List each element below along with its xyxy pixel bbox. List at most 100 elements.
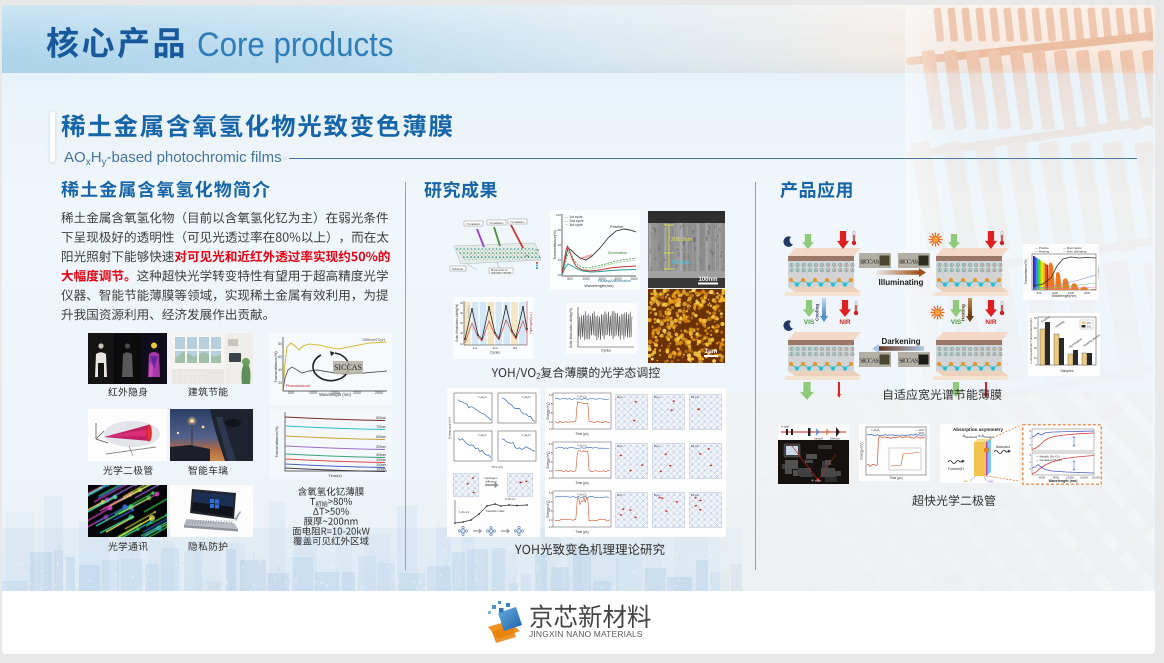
svg-text:20: 20 [1034,346,1038,350]
svg-text:50: 50 [1034,316,1038,320]
svg-text:3.0: 3.0 [549,469,553,473]
svg-text:Y₂H₂O₂: Y₂H₂O₂ [577,444,588,448]
svg-text:3.0: 3.0 [549,420,553,424]
svg-text:SICCAS: SICCAS [860,358,879,365]
svg-text:Transmittance(%): Transmittance(%) [274,426,279,458]
svg-text:Absorption asymmetry: Absorption asymmetry [953,427,1003,432]
svg-text:16000: 16000 [1080,476,1088,480]
svg-text:2.0: 2.0 [549,427,553,431]
svg-text:1500: 1500 [598,277,605,281]
svg-text:Forward(F): Forward(F) [948,467,964,471]
svg-text:30: 30 [1034,336,1038,340]
svg-text:6: 6 [1030,453,1032,457]
svg-text:2nd: 2nd [492,346,497,350]
svg-text:12000: 12000 [1066,476,1074,480]
svg-text:SICCAS: SICCAS [899,358,918,365]
svg-text:5.0: 5.0 [549,393,553,397]
svg-text:700nm: 700nm [376,425,386,429]
svg-text:diffusion: diffusion [485,480,496,484]
svg-text:20: 20 [460,331,463,335]
svg-text:80: 80 [278,342,282,346]
svg-text:4.5: 4.5 [549,451,553,455]
svg-text:800nm: 800nm [376,416,386,420]
svg-text:Movements of: Movements of [491,268,508,272]
svg-text:30: 30 [460,321,463,325]
svg-text:500: 500 [567,277,573,281]
svg-text:Energy (eV): Energy (eV) [860,442,864,459]
svg-text:2500: 2500 [630,277,637,281]
svg-text:500: 500 [288,391,294,395]
svg-text:Heating: Heating [1054,319,1065,328]
svg-text:Photodarkened: Photodarkened [286,384,310,388]
svg-text:SICCAS: SICCAS [860,259,879,266]
svg-text:Time (fs): Time (fs) [491,465,503,469]
svg-text:Transmittance(%): Transmittance(%) [553,229,557,260]
svg-text:Cycles: Cycles [601,349,611,353]
svg-text:Transmittance(%): Transmittance(%) [273,351,278,383]
svg-text:500nm: 500nm [376,445,386,449]
svg-text:500: 500 [1037,291,1042,295]
svg-text:1000: 1000 [309,391,317,395]
svg-text:hydrogen species: hydrogen species [491,271,512,274]
svg-text:YH radiation: YH radiation [489,221,504,225]
svg-text:100: 100 [556,213,561,217]
svg-text:100nm: 100nm [376,467,386,471]
svg-text:5 ps: 5 ps [654,395,660,399]
svg-text:2.0: 2.0 [549,525,553,529]
svg-text:6: 6 [1030,429,1032,433]
svg-text:— Pristine: — Pristine [1035,246,1049,250]
svg-text:Y₂H₂O: Y₂H₂O [478,395,487,399]
svg-text:400nm: 400nm [376,453,386,457]
svg-text:40: 40 [1034,326,1038,330]
svg-text:Time (ps): Time (ps) [575,432,588,436]
svg-text:Detector: Detector [830,437,840,441]
svg-text:Hydrogen(a.u.): Hydrogen(a.u.) [529,312,533,333]
svg-text:Substrate: Substrate [452,267,464,271]
svg-text:4K stage: 4K stage [811,479,822,483]
svg-text:2000: 2000 [353,391,361,395]
svg-text:Hydrogen: Hydrogen [484,476,497,480]
svg-text:YHO: YHO [987,480,994,484]
svg-text:— 1st cycle: — 1st cycle [565,215,583,219]
svg-text:8000: 8000 [1053,476,1060,480]
svg-text:Illuminating: Illuminating [879,278,924,287]
svg-text:4: 4 [1030,460,1032,464]
svg-text:40: 40 [558,258,562,262]
svg-text:Heating: Heating [579,253,593,261]
svg-text:78.1nm: 78.1nm [671,260,690,266]
svg-text:Illumination: Illumination [467,304,471,318]
svg-text:5.0: 5.0 [549,442,553,446]
svg-text:VIS: VIS [804,319,815,325]
svg-text:1500: 1500 [1068,291,1075,295]
svg-text:300nm: 300nm [376,458,386,462]
svg-text:— Heating: — Heating [1035,250,1050,254]
svg-text:··· 3rd cycle: ··· 3rd cycle [565,223,583,227]
svg-text:Irradiance: Irradiance [1098,265,1100,279]
svg-text:10 ps: 10 ps [691,493,699,497]
svg-text:3.5: 3.5 [549,509,553,513]
svg-text:3.0: 3.0 [549,518,553,522]
svg-text:1000: 1000 [582,277,589,281]
svg-text:Y₂H₂O: Y₂H₂O [522,395,531,399]
svg-text:10: 10 [460,342,463,346]
svg-text:4.5: 4.5 [549,500,553,504]
svg-text:Illumination: Illumination [608,251,627,255]
svg-text:Samples: Samples [1060,369,1073,373]
svg-text:Backward: Backward [996,445,1010,449]
svg-text:50: 50 [460,301,463,305]
svg-text:YS: YS [535,248,539,252]
svg-text:NIR: NIR [839,319,851,325]
svg-text:20000: 20000 [1092,476,1100,480]
svg-text:Cycles: Cycles [490,351,500,355]
svg-text:— Metallic (3h ¹O₂): — Metallic (3h ¹O₂) [1036,455,1060,459]
svg-text:3rd: 3rd [513,346,518,350]
svg-text:600nm: 600nm [376,435,386,439]
svg-text:Pristine: Pristine [1040,315,1051,324]
svg-text:80: 80 [558,228,562,232]
svg-text:— Insulating (2h ³O₂): — Insulating (2h ³O₂) [1036,458,1062,462]
svg-text:0.15 eV: 0.15 eV [505,497,515,501]
svg-text:fs laser: fs laser [781,425,789,429]
svg-text:— 300K: — 300K [915,431,925,435]
svg-text:— Illum.&Heating: — Illum.&Heating [1063,250,1087,254]
svg-text:SICCAS: SICCAS [334,363,362,372]
